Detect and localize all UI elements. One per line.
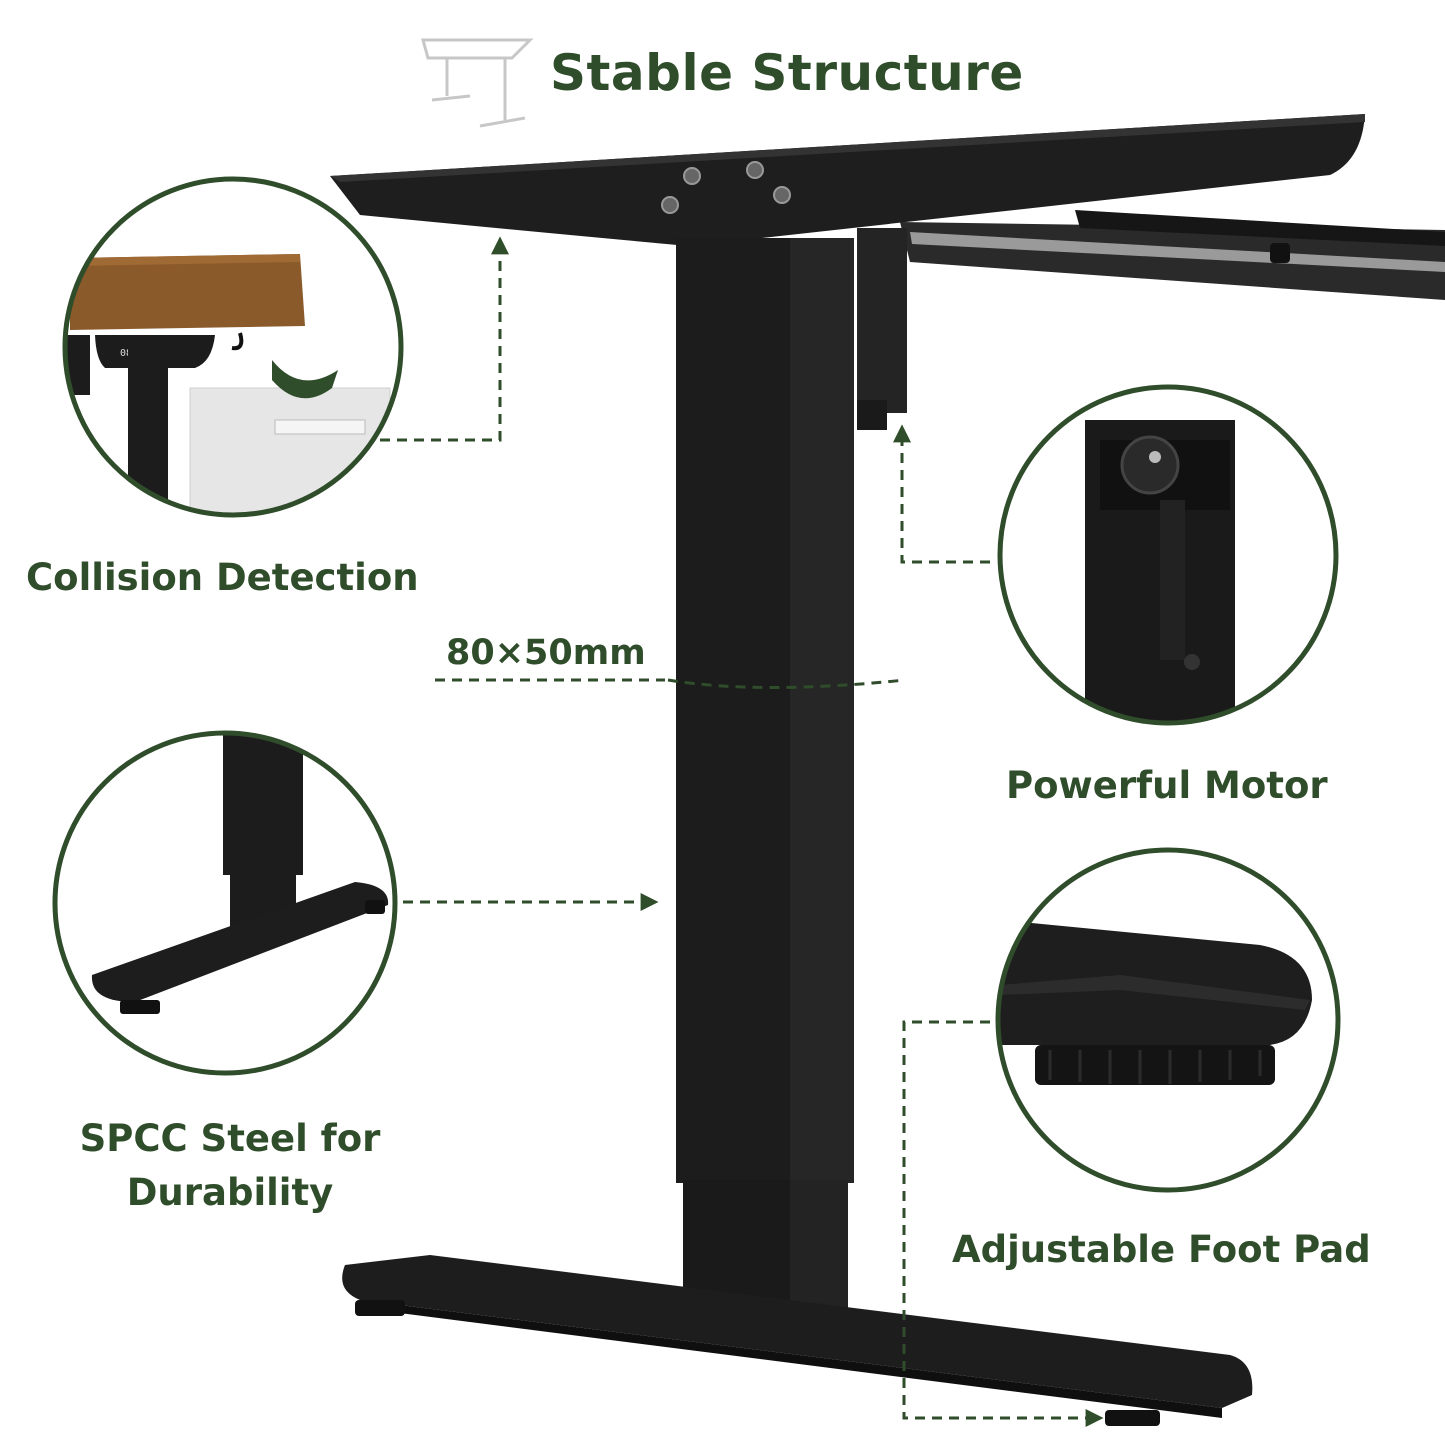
dashed-arrow-icon: [380, 236, 509, 442]
dashed-arrow-icon: [902, 1020, 1104, 1427]
hook-arrow-icon: [272, 360, 338, 399]
spcc-steel-line2: Durability: [126, 1171, 334, 1214]
dashed-arrow-icon: [893, 424, 990, 564]
powerful-motor-label: Powerful Motor: [1006, 764, 1328, 807]
spcc-steel-label: SPCC Steel for Durability: [20, 1112, 440, 1220]
page-title: Stable Structure: [550, 44, 1024, 102]
desk-frame-main: [330, 114, 1445, 1426]
dimension-label: 80×50mm: [446, 633, 646, 673]
spcc-steel-line1: SPCC Steel for: [79, 1117, 381, 1160]
foot-base: [342, 1255, 1253, 1408]
steel-detail-circle: [52, 730, 398, 1076]
footpad-detail-circle: [995, 847, 1341, 1193]
collision-detection-label: Collision Detection: [26, 556, 419, 599]
motor-detail-circle: [997, 384, 1339, 726]
desk-frame-icon: [421, 38, 534, 128]
motor-housing: [857, 228, 907, 413]
top-plate: [330, 114, 1365, 246]
adjustable-foot-pad-label: Adjustable Foot Pad: [952, 1228, 1371, 1271]
collision-detail-circle: 086: [62, 176, 404, 518]
